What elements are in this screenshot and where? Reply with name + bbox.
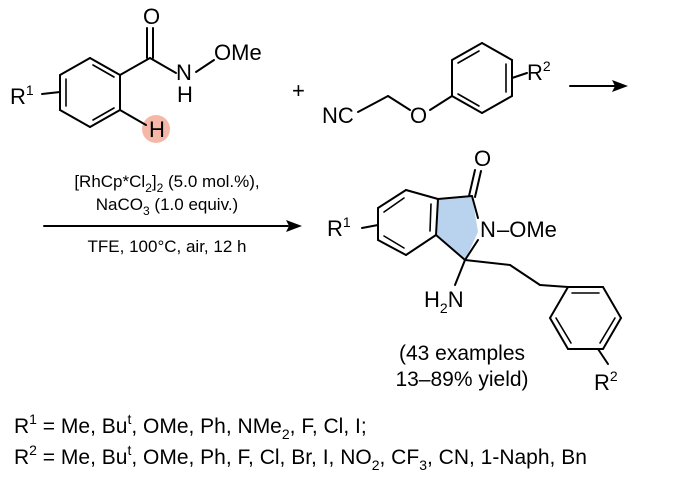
nitrile-nc: NC	[322, 103, 354, 128]
amide-nh: H	[177, 82, 193, 107]
base-line: NaCO3 (1.0 equiv.)	[96, 195, 238, 218]
ortho-h: H	[149, 117, 165, 142]
yield-summary: (43 examples 13–89% yield)	[395, 342, 528, 391]
product-nh2: H2N	[424, 287, 464, 316]
ether-o: O	[410, 103, 427, 128]
substituent-scope: R1 = Me, But, OMe, Ph, NMe2, F, Cl, I; R…	[14, 411, 587, 473]
reaction-arrow-top	[569, 80, 628, 92]
ome-group: OMe	[214, 40, 262, 65]
catalyst-line: [RhCp*Cl2]2 (5.0 mol.%),	[74, 172, 259, 195]
reactant-aryloxyacetonitrile: NC O R2	[322, 42, 551, 128]
product-carbonyl-o: O	[474, 146, 491, 171]
product-bonds	[361, 169, 622, 365]
ortho-h-highlight	[142, 115, 170, 143]
r2-label: R2	[527, 58, 551, 85]
reactant-benzamide: R1 O N H OMe H	[10, 4, 262, 143]
amide-n: N	[176, 60, 192, 85]
r1-label: R1	[10, 82, 34, 109]
aryloxy-bonds	[357, 42, 528, 114]
solvent-temp-line: TFE, 100°C, air, 12 h	[88, 237, 247, 256]
yield-range: 13–89% yield)	[395, 368, 528, 391]
r2-scope: R2 = Me, But, OMe, Ph, F, Cl, Br, I, NO2…	[14, 442, 587, 473]
benzamide-bonds	[41, 27, 215, 128]
product-r1-label: R1	[327, 214, 351, 241]
product-n: N	[480, 217, 496, 242]
product-ome: –OMe	[497, 217, 557, 242]
carbonyl-o: O	[143, 4, 160, 29]
r1-scope: R1 = Me, But, OMe, Ph, NMe2, F, Cl, I;	[14, 411, 367, 442]
plus-sign: +	[292, 78, 305, 103]
reaction-conditions: [RhCp*Cl2]2 (5.0 mol.%), NaCO3 (1.0 equi…	[43, 172, 302, 256]
product-r2-label: R2	[594, 368, 618, 395]
conditions-arrowhead	[286, 220, 302, 232]
examples-count: (43 examples	[399, 342, 525, 365]
product-isoindolinone: R1 O N –OMe H2N R2	[327, 146, 622, 395]
